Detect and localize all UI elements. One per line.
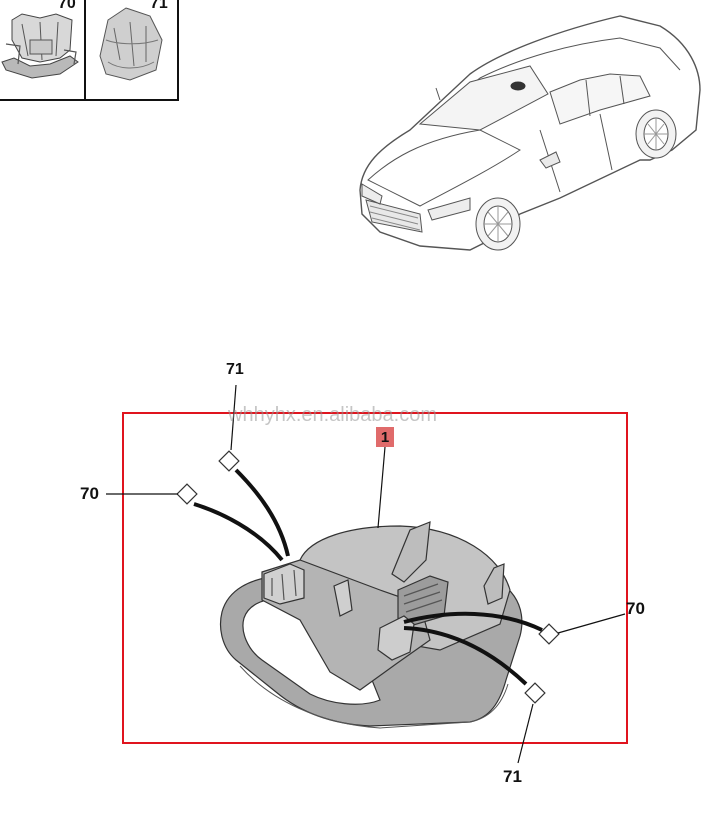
callout-70-right: 70 <box>626 599 645 618</box>
clip-71-top <box>218 450 290 557</box>
clip-70-left <box>176 483 284 562</box>
legend-box <box>0 0 179 101</box>
clip-71-bottom <box>403 626 546 704</box>
part-number-badge: 1 <box>376 427 394 447</box>
console-part-1 <box>219 521 523 729</box>
legend-label-70: 70 <box>58 0 76 12</box>
car-illustration <box>359 15 701 251</box>
leader-lines <box>106 384 626 764</box>
callout-71-top: 71 <box>226 361 244 378</box>
clip-70-right <box>403 611 560 645</box>
callout-70-left: 70 <box>80 484 99 503</box>
watermark-text: whhyhx.en.alibaba.com <box>228 404 438 426</box>
legend-label-71: 71 <box>150 0 168 12</box>
callout-71-bottom: 71 <box>503 767 522 786</box>
clip-70-thumbnail <box>1 13 79 79</box>
clip-71-thumbnail <box>99 7 163 81</box>
detail-frame <box>122 412 628 744</box>
